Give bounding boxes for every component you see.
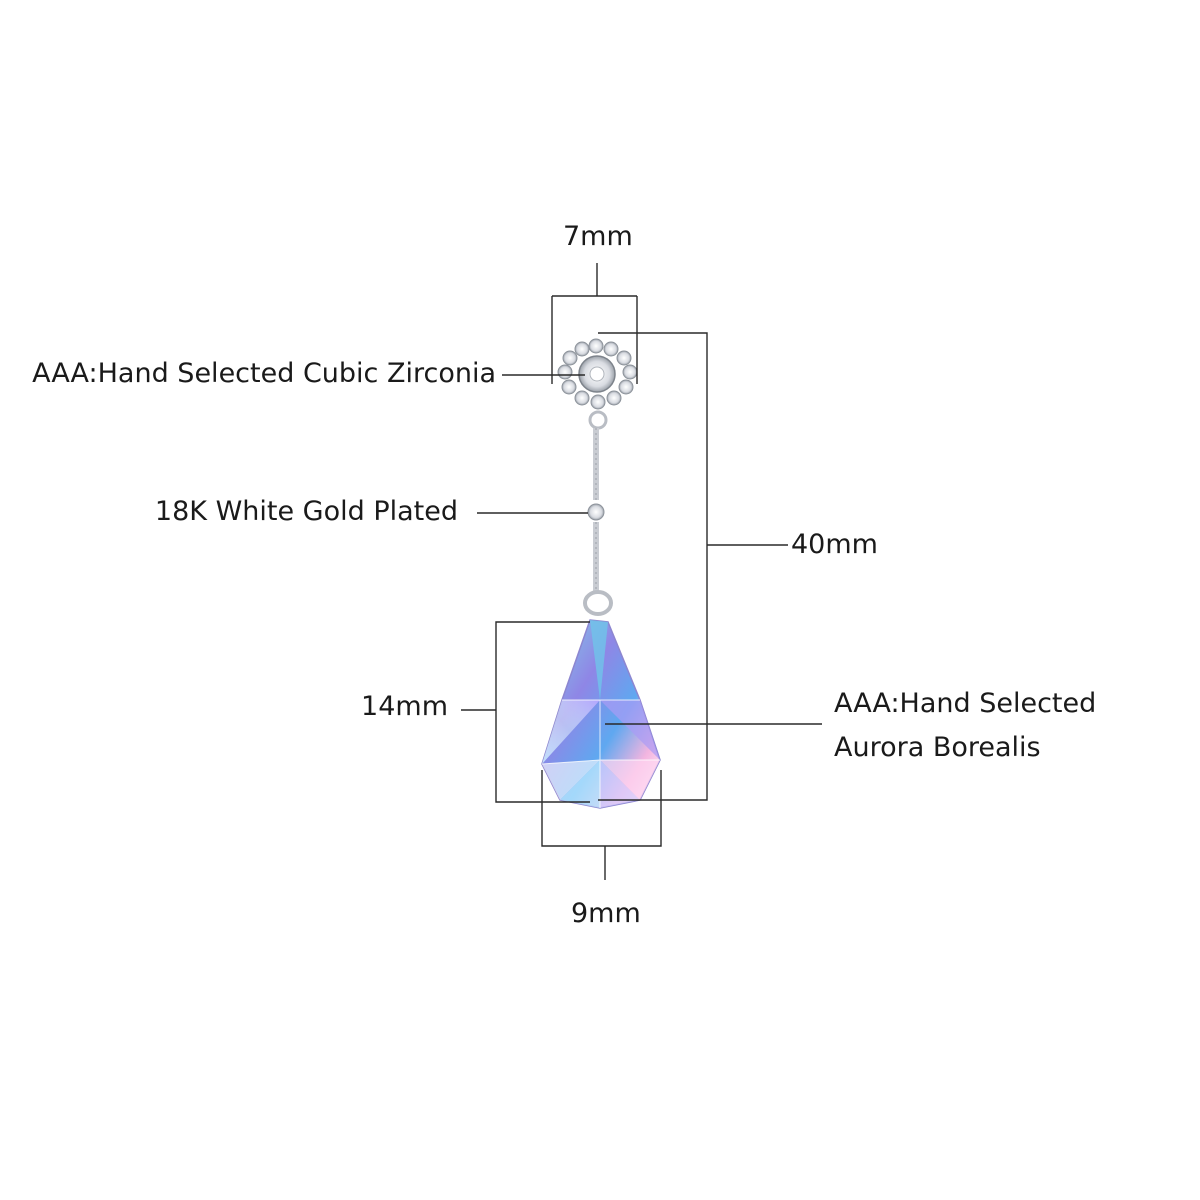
snowflake-stud — [557, 338, 638, 410]
stud-loop — [588, 410, 608, 430]
label-aurora-line1: AAA:Hand Selected — [834, 688, 1097, 719]
label-aurora-line2: Aurora Borealis — [834, 732, 1041, 763]
snake-chain — [587, 428, 605, 592]
dimension-lines — [461, 263, 822, 880]
label-pendant-height: 14mm — [361, 691, 448, 722]
pendant-bail — [583, 590, 613, 616]
label-pendant-width: 9mm — [571, 898, 641, 929]
label-top-width: 7mm — [563, 221, 633, 252]
aurora-crystal-pendant — [541, 619, 661, 809]
pendant-height-bracket — [495, 621, 590, 803]
top-width-bracket — [551, 295, 638, 384]
label-cubic-zirconia: AAA:Hand Selected Cubic Zirconia — [32, 358, 496, 389]
pendant-width-bracket — [541, 770, 662, 847]
earring-illustration — [541, 338, 661, 809]
total-length-bracket — [598, 332, 708, 801]
label-plating: 18K White Gold Plated — [154, 496, 458, 527]
label-total-length: 40mm — [791, 529, 878, 560]
